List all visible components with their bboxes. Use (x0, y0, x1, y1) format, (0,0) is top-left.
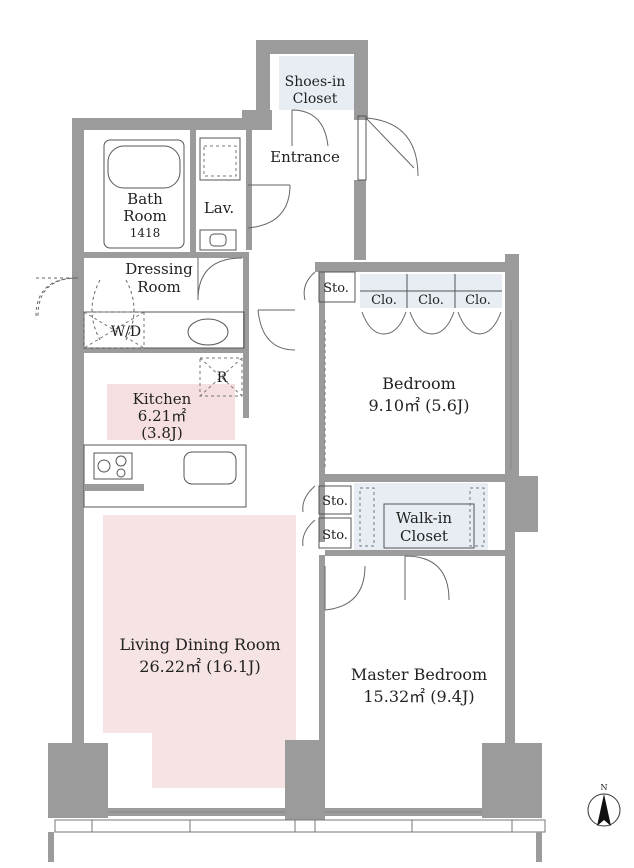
bedroom-closet-doors (360, 274, 502, 335)
room-labels: Shoes-in Closet Entrance Bath Room 1418 … (111, 74, 491, 706)
bath-size-label: 1418 (130, 226, 161, 240)
bathtub (103, 139, 185, 249)
walkin-closet-shelves (359, 487, 485, 549)
refrigerator-label: R (217, 370, 228, 386)
north-label: N (601, 783, 608, 792)
windows (108, 320, 512, 813)
master-bedroom-area-label: 15.32㎡ (9.4J) (363, 687, 474, 706)
kitchen-area-label: 6.21㎡ (138, 407, 186, 425)
kitchen-label: Kitchen (133, 390, 192, 408)
bedroom-label: Bedroom (382, 374, 456, 393)
walkin-closet-area (354, 483, 488, 550)
lavatory-fixtures (199, 137, 241, 251)
storage-label-3: Sto. (322, 528, 348, 543)
storage-doors (302, 271, 356, 549)
bath-label: Bath (127, 190, 163, 208)
dressing-room-label: Dressing (125, 260, 193, 278)
closet-label-3: Clo. (465, 293, 491, 308)
closet-label-1: Clo. (371, 293, 397, 308)
shoes-closet-label-2: Closet (293, 91, 338, 107)
dressing-room-label-2: Room (137, 278, 181, 296)
living-dining-area-label: 26.22㎡ (16.1J) (139, 657, 260, 676)
storage-label-2: Sto. (322, 494, 348, 509)
north-arrow-icon (597, 794, 611, 826)
walkin-closet-label: Walk-in (396, 509, 453, 527)
kitchen-counter (83, 444, 247, 508)
living-dining-label: Living Dining Room (119, 635, 280, 654)
shoes-closet-label: Shoes-in (285, 74, 346, 90)
kitchen-jo-label: (3.8J) (141, 424, 183, 442)
shoes-closet-area (279, 56, 355, 110)
wd-label: W/D (111, 324, 141, 340)
refrigerator-space (199, 357, 243, 397)
bath-label-2: Room (123, 207, 167, 225)
living-highlight (103, 515, 296, 788)
door-swings (35, 109, 450, 611)
master-bedroom-label: Master Bedroom (351, 665, 487, 684)
closet-label-2: Clo. (418, 293, 444, 308)
lavatory-label: Lav. (204, 199, 234, 217)
entrance-label: Entrance (270, 148, 340, 166)
storage-label-1: Sto. (323, 281, 349, 296)
walls (48, 40, 542, 820)
balcony-rail (48, 819, 546, 862)
north-compass: N (587, 783, 621, 827)
washer-dryer-area (83, 311, 245, 349)
bedroom-area-label: 9.10㎡ (5.6J) (368, 396, 469, 415)
walkin-closet-label-2: Closet (400, 527, 448, 545)
kitchen-highlight (107, 384, 235, 440)
